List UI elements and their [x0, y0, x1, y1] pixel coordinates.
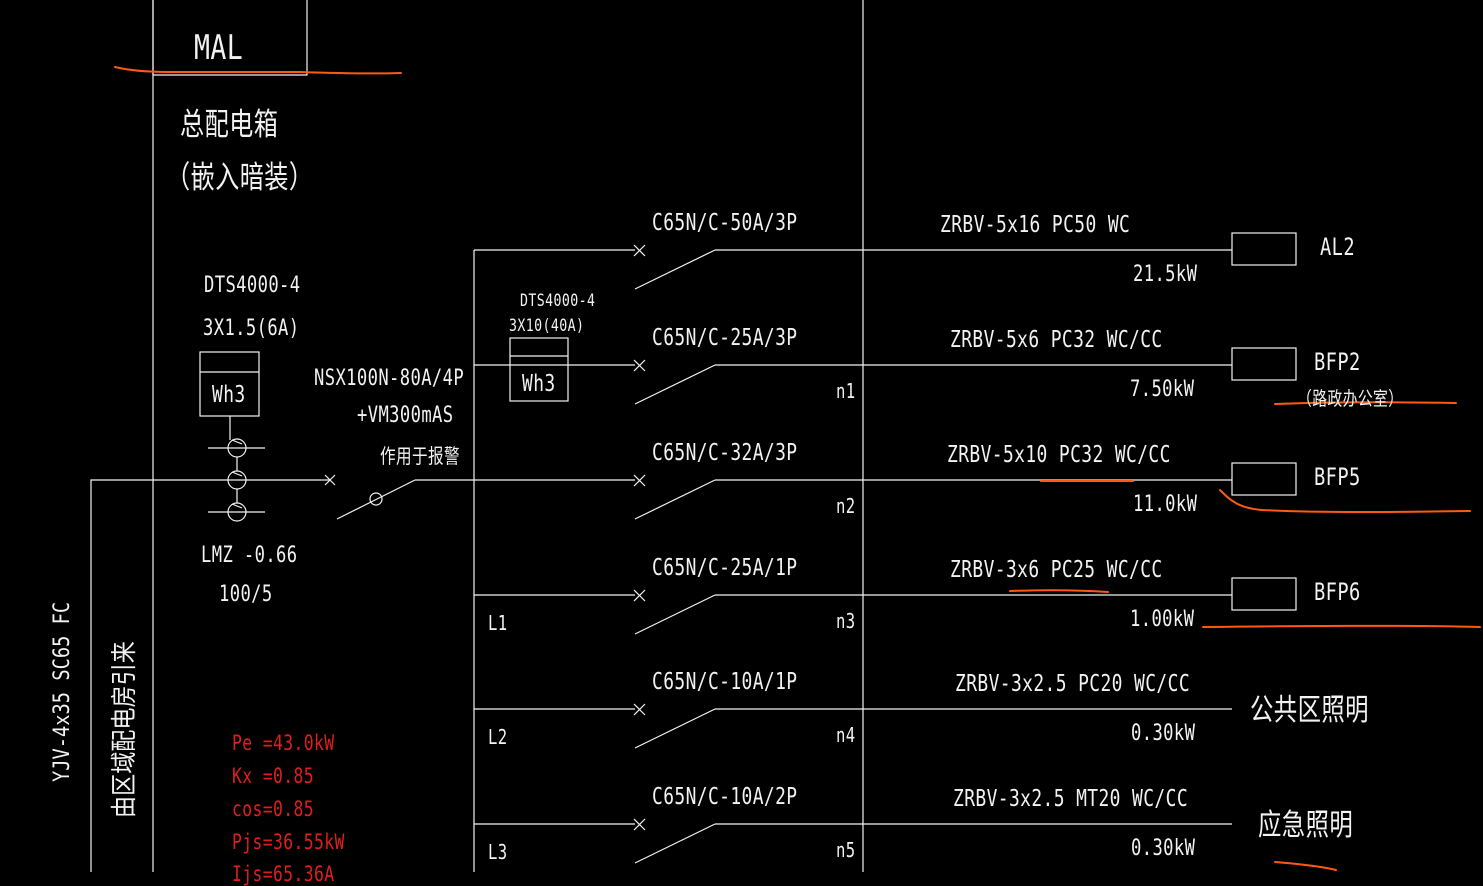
incoming-cable-spec: YJV-4x35 SC65 FC [50, 601, 75, 782]
panel-name: MAL [194, 28, 244, 68]
circuit-phase-4: L1 [488, 611, 508, 635]
markup-curve-bfp5 [1219, 489, 1471, 513]
breaker-contact-6 [634, 823, 716, 864]
main-breaker-x [324, 474, 336, 486]
breaker-x-2 [633, 359, 646, 372]
circuit-number-3: n2 [836, 494, 856, 518]
dest-label-3: BFP5 [1314, 463, 1361, 491]
main-breaker-rcd: +VM300mAS [357, 403, 454, 428]
cable-spec-1: ZRBV-5x16 PC50 WC [940, 212, 1131, 238]
calc-cos: cos=0.85 [232, 797, 315, 821]
sub-meter-model: DTS4000-4 [520, 291, 596, 311]
panel-install-method: （嵌入暗装） [166, 160, 314, 196]
main-breaker-note: 作用于报警 [380, 444, 460, 468]
markup-underline-bfp6 [1202, 624, 1481, 628]
dest-box-3 [1231, 462, 1297, 496]
breaker-x-3 [633, 474, 646, 487]
cable-spec-3: ZRBV-5x10 PC32 WC/CC [947, 442, 1171, 468]
sub-meter-box [509, 337, 569, 402]
circuit-number-5: n4 [836, 723, 856, 747]
sub-meter-symbol: Wh3 [522, 371, 556, 397]
circuit-power-1: 21.5kW [1133, 262, 1198, 287]
breaker-rating-5: C65N/C-10A/1P [652, 669, 798, 695]
markup-underline-bfp2 [1274, 401, 1457, 405]
breaker-rating-3: C65N/C-32A/3P [652, 440, 798, 466]
dest-note-2: （路政办公室） [1297, 388, 1404, 410]
dest-box-2 [1231, 347, 1297, 381]
breaker-rating-1: C65N/C-50A/3P [652, 210, 798, 236]
cable-spec-2: ZRBV-5x6 PC32 WC/CC [950, 327, 1163, 353]
dest-box-4 [1231, 577, 1297, 611]
breaker-x-4 [633, 589, 646, 602]
dest-label-1: AL2 [1320, 233, 1355, 261]
calc-pjs: Pjs=36.55kW [232, 830, 345, 854]
cable-spec-4: ZRBV-3x6 PC25 WC/CC [950, 557, 1163, 583]
breaker-rating-2: C65N/C-25A/3P [652, 325, 798, 351]
incoming-feeder [90, 479, 330, 872]
circuit-number-2: n1 [836, 379, 856, 403]
ct-model: LMZ -0.66 [201, 543, 298, 568]
incoming-source: 由区域配电房引来 [110, 641, 140, 818]
dest-label-6: 应急照明 [1258, 808, 1354, 843]
circuit-power-4: 1.00kW [1130, 607, 1195, 632]
main-meter-spec: 3X1.5(6A) [203, 316, 300, 341]
breaker-contact-5 [634, 708, 716, 749]
main-rcd-symbol [369, 492, 383, 506]
markup-underline-mal [114, 66, 402, 75]
dest-label-5: 公共区照明 [1250, 693, 1369, 728]
main-meter-model: DTS4000-4 [204, 273, 301, 298]
circuit-number-4: n3 [836, 609, 856, 633]
circuit-phase-6: L3 [488, 840, 508, 864]
panel-title: 总配电箱 [180, 107, 279, 143]
breaker-contact-1 [634, 249, 716, 290]
circuit-power-3: 11.0kW [1133, 492, 1198, 517]
circuit-phase-5: L2 [488, 725, 508, 749]
panel-name-box [152, 0, 308, 76]
dest-box-1 [1231, 232, 1297, 266]
cable-spec-5: ZRBV-3x2.5 PC20 WC/CC [955, 671, 1191, 697]
breaker-x-1 [633, 244, 646, 257]
cable-spec-6: ZRBV-3x2.5 MT20 WC/CC [953, 786, 1189, 812]
ct-ratio: 100/5 [219, 582, 273, 607]
calc-ijs: Ijs=65.36A [232, 862, 335, 886]
markup-underline-emergency [1274, 861, 1337, 871]
dest-label-2: BFP2 [1314, 348, 1361, 376]
breaker-x-5 [633, 703, 646, 716]
markup-underline-bfp6-cable [1009, 589, 1109, 593]
dest-label-4: BFP6 [1314, 578, 1361, 606]
main-breaker-contact [336, 479, 416, 520]
sub-meter-spec: 3X10(40A) [509, 316, 585, 336]
circuit-power-6: 0.30kW [1131, 836, 1196, 861]
main-breaker-model: NSX100N-80A/4P [314, 366, 465, 391]
calc-kx: Kx =0.85 [232, 764, 315, 788]
circuit-power-2: 7.50kW [1130, 377, 1195, 402]
main-meter-symbol: Wh3 [212, 382, 246, 408]
breaker-contact-3 [634, 479, 716, 520]
circuit-number-6: n5 [836, 838, 856, 862]
circuit-power-5: 0.30kW [1131, 721, 1196, 746]
breaker-rating-6: C65N/C-10A/2P [652, 784, 798, 810]
breaker-contact-2 [634, 364, 716, 405]
calc-pe: Pe =43.0kW [232, 731, 335, 755]
breaker-contact-4 [634, 594, 716, 635]
breaker-rating-4: C65N/C-25A/1P [652, 555, 798, 581]
breaker-x-6 [633, 818, 646, 831]
